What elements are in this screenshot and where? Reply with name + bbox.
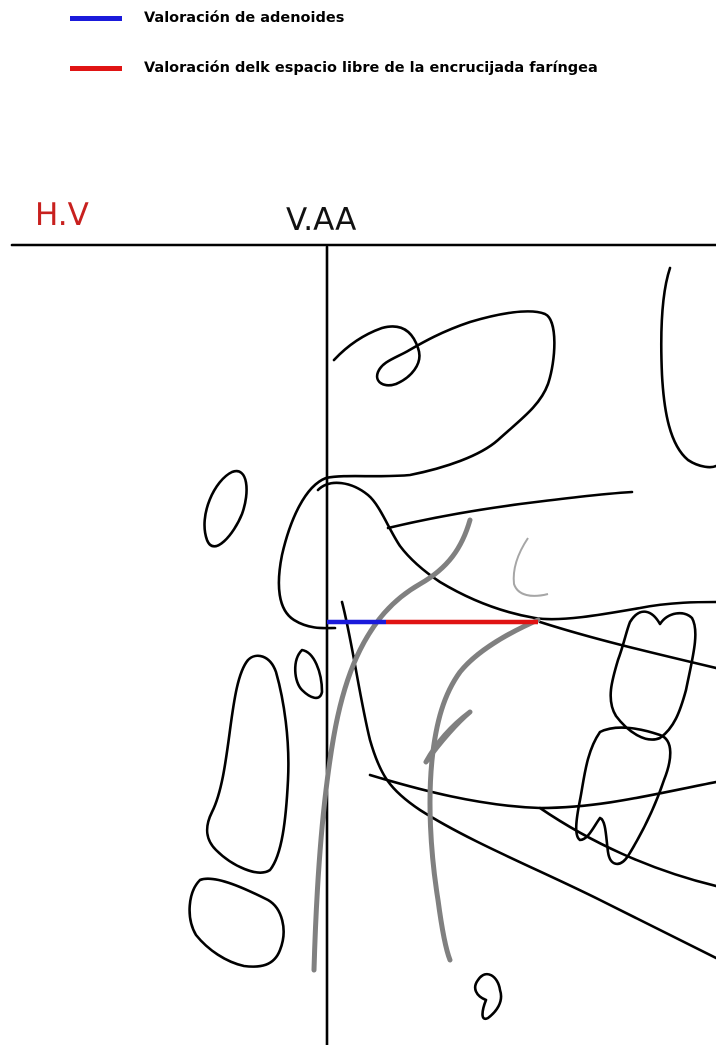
orbit-outline (205, 471, 247, 546)
mandible-right-edge (540, 808, 716, 886)
hyoid-outline (475, 974, 501, 1019)
soft-palate-light (514, 538, 548, 596)
lower-molar (576, 728, 670, 864)
vertebra-lower (190, 879, 284, 967)
odontoid-outline (295, 650, 322, 698)
soft-palate-contour (426, 712, 470, 762)
upper-molar (611, 612, 696, 740)
frontal-contour (661, 268, 716, 467)
tongue-contour (430, 620, 538, 960)
palatal-line (388, 492, 632, 528)
adenoid-soft-tissue (314, 520, 470, 970)
vertebra-upper (207, 656, 288, 873)
